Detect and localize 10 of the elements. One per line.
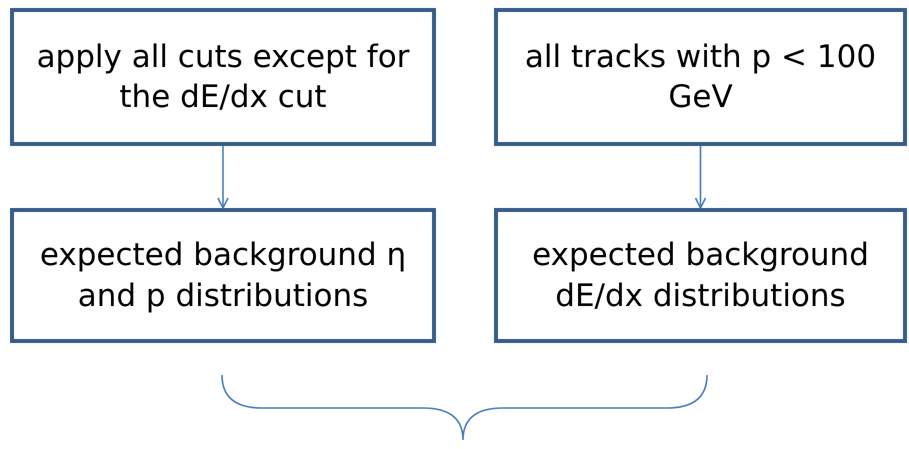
arrow: [217, 146, 229, 209]
arrow: [694, 146, 706, 209]
process-box: [10, 8, 436, 146]
process-box: [10, 208, 436, 343]
process-box: [494, 8, 907, 146]
box-text: expected background η and p distributions: [38, 236, 408, 316]
process-box: [494, 208, 907, 343]
box-text: apply all cuts except for the dE/dx cut: [36, 38, 410, 117]
box-text: all tracks with p < 100 GeV: [524, 38, 878, 117]
box-text: expected background dE/dx distributions: [531, 236, 870, 316]
